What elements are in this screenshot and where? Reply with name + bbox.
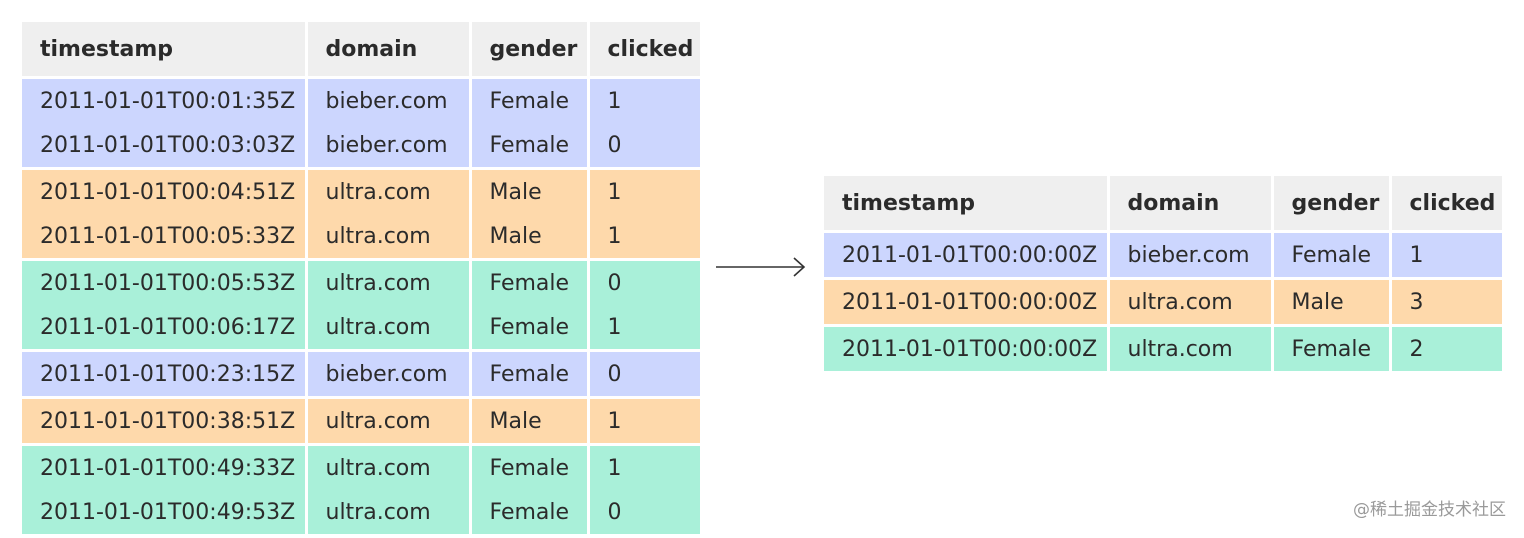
cell-domain: bieber.com (1108, 231, 1274, 279)
cell-clicked: 2 (1390, 324, 1502, 371)
cell-clicked: 1 (588, 214, 700, 260)
cell-gender: Female (470, 77, 590, 123)
cell-timestamp: 2011-01-01T00:01:35Z (22, 77, 308, 123)
cell-timestamp: 2011-01-01T00:00:00Z (824, 324, 1110, 371)
cell-domain: ultra.com (306, 214, 472, 260)
header-domain: domain (306, 22, 472, 79)
header-timestamp: timestamp (22, 22, 308, 79)
cell-clicked: 1 (1390, 231, 1502, 279)
cell-timestamp: 2011-01-01T00:00:00Z (824, 231, 1110, 279)
cell-clicked: 1 (588, 443, 700, 490)
cell-domain: ultra.com (1108, 277, 1274, 326)
cell-gender: Female (1272, 231, 1392, 279)
cell-clicked: 0 (588, 258, 700, 305)
cell-gender: Male (1272, 277, 1392, 326)
cell-timestamp: 2011-01-01T00:04:51Z (22, 167, 308, 214)
cell-clicked: 3 (1390, 277, 1502, 326)
cell-domain: ultra.com (306, 258, 472, 305)
raw-events-table: timestamp domain gender clicked 2011-01-… (22, 22, 700, 534)
cell-timestamp: 2011-01-01T00:05:33Z (22, 214, 308, 260)
header-row: timestamp domain gender clicked (824, 176, 1502, 233)
cell-clicked: 1 (588, 305, 700, 351)
cell-domain: ultra.com (306, 490, 472, 534)
cell-domain: bieber.com (306, 77, 472, 123)
right-arrow-icon (716, 257, 806, 277)
cell-timestamp: 2011-01-01T00:05:53Z (22, 258, 308, 305)
cell-domain: bieber.com (306, 123, 472, 169)
cell-domain: ultra.com (1108, 324, 1274, 371)
cell-timestamp: 2011-01-01T00:06:17Z (22, 305, 308, 351)
cell-domain: ultra.com (306, 443, 472, 490)
cell-gender: Female (470, 490, 590, 534)
cell-gender: Male (470, 396, 590, 445)
cell-clicked: 0 (588, 123, 700, 169)
watermark: @稀土掘金技术社区 (1353, 500, 1506, 520)
cell-gender: Female (470, 349, 590, 398)
cell-gender: Female (470, 123, 590, 169)
cell-clicked: 1 (588, 77, 700, 123)
cell-clicked: 1 (588, 167, 700, 214)
header-gender: gender (1272, 176, 1392, 233)
cell-timestamp: 2011-01-01T00:00:00Z (824, 277, 1110, 326)
cell-clicked: 1 (588, 396, 700, 445)
cell-domain: bieber.com (306, 349, 472, 398)
header-timestamp: timestamp (824, 176, 1110, 233)
cell-timestamp: 2011-01-01T00:03:03Z (22, 123, 308, 169)
header-clicked: clicked (1390, 176, 1502, 233)
header-clicked: clicked (588, 22, 700, 79)
cell-domain: ultra.com (306, 305, 472, 351)
header-domain: domain (1108, 176, 1274, 233)
cell-clicked: 0 (588, 349, 700, 398)
cell-gender: Female (470, 305, 590, 351)
rollup-table: timestamp domain gender clicked 2011-01-… (824, 176, 1502, 371)
cell-gender: Female (470, 443, 590, 490)
cell-gender: Female (470, 258, 590, 305)
cell-timestamp: 2011-01-01T00:38:51Z (22, 396, 308, 445)
cell-gender: Male (470, 167, 590, 214)
header-row: timestamp domain gender clicked (22, 22, 700, 79)
cell-timestamp: 2011-01-01T00:23:15Z (22, 349, 308, 398)
cell-gender: Female (1272, 324, 1392, 371)
cell-domain: ultra.com (306, 167, 472, 214)
cell-domain: ultra.com (306, 396, 472, 445)
cell-clicked: 0 (588, 490, 700, 534)
cell-gender: Male (470, 214, 590, 260)
cell-timestamp: 2011-01-01T00:49:53Z (22, 490, 308, 534)
cell-timestamp: 2011-01-01T00:49:33Z (22, 443, 308, 490)
header-gender: gender (470, 22, 590, 79)
